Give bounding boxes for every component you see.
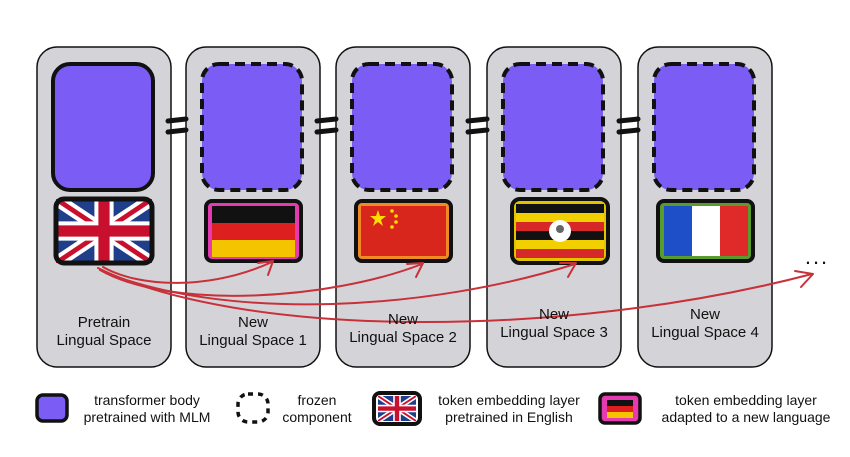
transfer-arrows (97, 260, 814, 323)
equals-sign (616, 116, 641, 135)
legend-line: component (282, 409, 352, 425)
caption-line: Lingual Space 2 (349, 329, 457, 346)
uk-flag-icon (53, 196, 155, 266)
caption-line: Lingual Space 1 (199, 332, 307, 349)
equals-sign (314, 116, 339, 135)
panel-caption-space-3: New Lingual Space 3 (487, 306, 621, 342)
panel-caption-space-4: New Lingual Space 4 (638, 306, 772, 342)
frozen-transformer-body (200, 62, 304, 192)
caption-line: New (689, 306, 720, 323)
legend-line: pretrained with MLM (83, 409, 211, 425)
legend-transformer-body-label: transformer body pretrained with MLM (72, 392, 222, 426)
panel-caption-space-2: New Lingual Space 2 (336, 311, 470, 347)
panel-caption-space-1: New Lingual Space 1 (186, 314, 320, 350)
frozen-transformer-body (350, 62, 454, 192)
legend-line: token embedding layer (675, 392, 817, 408)
legend-line: frozen (297, 392, 337, 408)
transformer-body (51, 62, 155, 192)
frozen-transformer-body (501, 62, 605, 192)
arrow-to-space-4 (97, 267, 813, 323)
caption-line: Pretrain (77, 314, 131, 331)
caption-line: Lingual Space 4 (651, 324, 759, 341)
legend-line: pretrained in English (445, 409, 573, 425)
caption-line: New (538, 306, 569, 323)
arrow-to-space-1 (102, 261, 273, 284)
legend-line: transformer body (94, 392, 200, 408)
legend-frozen-label: frozen component (272, 392, 362, 426)
legend-germany-flag-icon (598, 392, 642, 425)
frozen-transformer-body (652, 62, 756, 192)
caption-line: Lingual Space 3 (500, 324, 608, 341)
uganda-flag-icon (510, 197, 610, 265)
legend-line: token embedding layer (438, 392, 580, 408)
caption-line: New (237, 314, 268, 331)
panel-new-4 (637, 46, 773, 368)
legend-line: adapted to a new language (661, 409, 831, 425)
china-flag-icon (354, 199, 453, 263)
legend-transformer-body-icon (35, 393, 69, 423)
germany-flag-icon (204, 199, 303, 263)
legend-adapted-embedding-label: token embedding layer adapted to a new l… (646, 392, 846, 426)
caption-line: New (387, 311, 418, 328)
equals-sign (165, 116, 189, 135)
caption-line: Lingual Space (56, 332, 152, 349)
legend-uk-flag-icon (372, 391, 422, 426)
france-flag-icon (656, 199, 755, 263)
continuation-ellipsis: ... (804, 244, 830, 269)
arrow-to-space-3 (103, 263, 576, 306)
legend-english-embedding-label: token embedding layer pretrained in Engl… (424, 392, 594, 426)
panel-caption-pretrain: Pretrain Lingual Space (37, 314, 171, 350)
equals-sign (465, 116, 490, 135)
legend-frozen-icon (236, 392, 270, 424)
